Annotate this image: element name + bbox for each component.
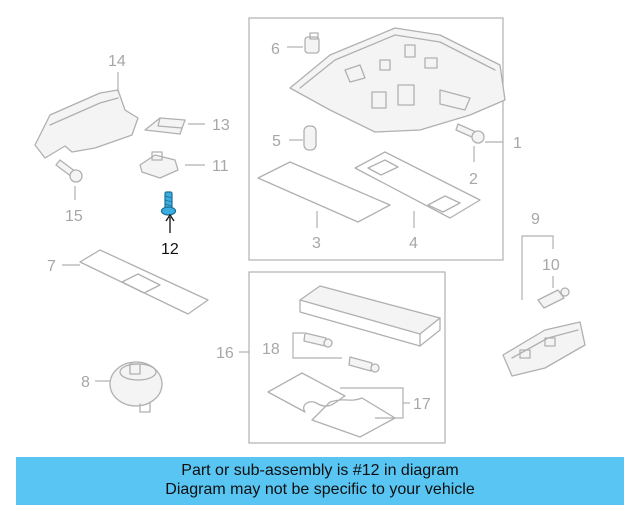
part-17-seals xyxy=(267,372,396,438)
part-1-console-housing xyxy=(289,27,506,133)
part-4-lens-plate xyxy=(354,151,481,219)
part-5-bulb xyxy=(303,125,317,151)
callout-16: 16 xyxy=(216,345,234,362)
leader-12-arrowhead xyxy=(165,213,175,222)
callout-11: 11 xyxy=(212,158,229,175)
callout-1: 1 xyxy=(513,135,522,152)
info-banner: Part or sub-assembly is #12 in diagram D… xyxy=(16,457,624,505)
callout-2: 2 xyxy=(469,171,478,188)
callout-6: 6 xyxy=(271,41,280,58)
leader-18 xyxy=(292,332,342,359)
callout-12: 12 xyxy=(161,241,179,258)
callout-18: 18 xyxy=(262,341,280,358)
part-16-lens-cover xyxy=(299,285,441,347)
callout-5: 5 xyxy=(272,133,281,150)
callout-3: 3 xyxy=(312,235,321,252)
part-18-bulbs xyxy=(303,332,380,373)
callout-7: 7 xyxy=(47,258,56,275)
part-7-mat xyxy=(79,249,209,315)
callout-17: 17 xyxy=(413,396,431,413)
callout-9: 9 xyxy=(531,211,540,228)
part-13-bracket xyxy=(144,117,186,135)
part-12-bolt xyxy=(160,191,177,216)
callout-4: 4 xyxy=(409,235,418,252)
group-box-upper xyxy=(248,17,504,261)
part-8-knob xyxy=(109,361,163,413)
part-2-screw xyxy=(455,123,485,144)
part-15-screw xyxy=(55,159,83,183)
banner-line-1: Part or sub-assembly is #12 in diagram xyxy=(181,462,459,479)
leader-9 xyxy=(521,235,554,300)
callout-10: 10 xyxy=(542,257,560,274)
part-11-clip xyxy=(139,151,179,179)
callout-13: 13 xyxy=(212,117,230,134)
banner-line-2: Diagram may not be specific to your vehi… xyxy=(165,481,475,498)
parts-diagram: 1 2 3 4 5 6 7 8 9 xyxy=(34,17,586,444)
part-10-bulb xyxy=(537,287,570,309)
part-9-lamp-housing xyxy=(502,321,586,377)
part-6-socket xyxy=(304,32,320,54)
part-14-bracket xyxy=(34,89,139,159)
callout-15: 15 xyxy=(65,208,83,225)
callout-14: 14 xyxy=(108,53,126,70)
group-box-lower xyxy=(248,271,446,444)
part-3-pad xyxy=(257,161,391,223)
callout-8: 8 xyxy=(81,374,90,391)
